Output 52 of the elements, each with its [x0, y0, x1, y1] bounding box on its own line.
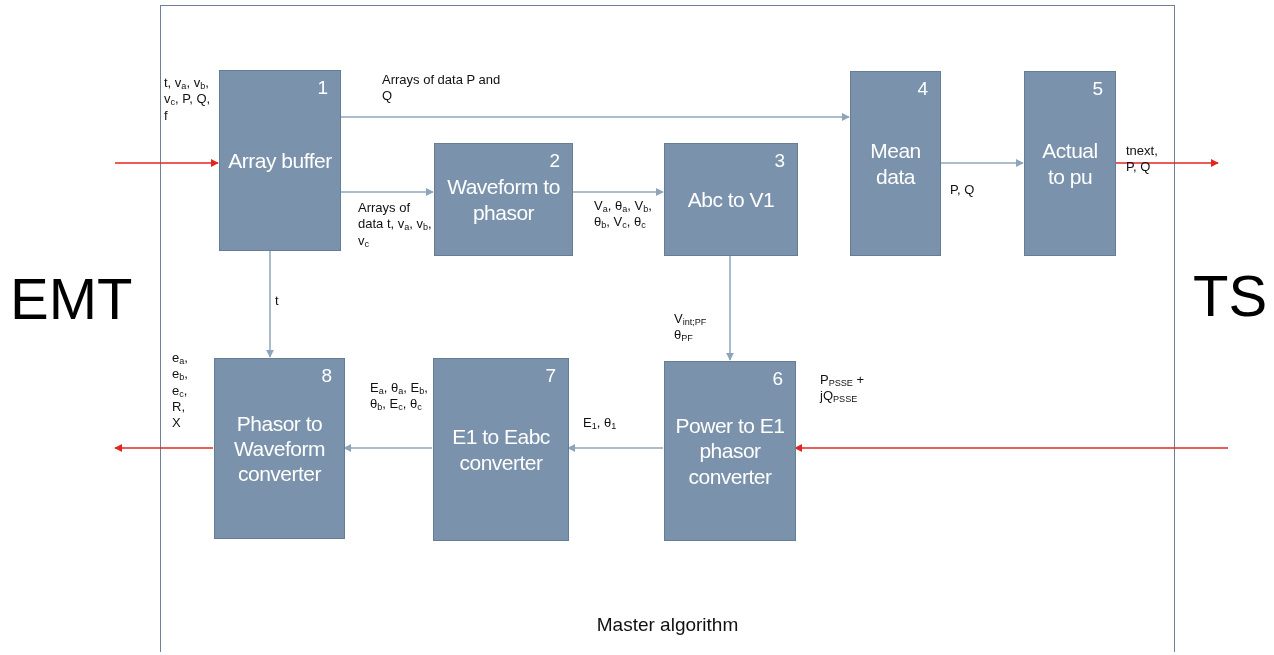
block-number: 8	[321, 365, 332, 387]
process-box	[1024, 71, 1116, 256]
block-title: Phasor to Waveform converter	[233, 410, 326, 487]
arrow	[339, 188, 434, 196]
block-title: Array buffer	[227, 147, 333, 174]
edge-label: tnext, P, Q	[1126, 143, 1159, 176]
edge-label: P, Q	[950, 182, 976, 199]
block-title: Waveform to phasor	[446, 174, 561, 225]
edge-label: t	[275, 293, 280, 310]
edge-label: V$_{a}$, θ$_{a}$, V$_{b}$, θ$_{b}$, V$_{c}$, θ$_{c}$	[594, 198, 653, 231]
arrow	[343, 444, 433, 452]
block-title: Actual to pu	[1041, 138, 1099, 189]
arrow	[939, 159, 1024, 167]
edge-label: P$_{PSSE}$ + jQ$_{PSSE}$	[820, 372, 866, 405]
arrow	[114, 159, 219, 167]
arrow	[1114, 159, 1219, 167]
process-box	[664, 143, 798, 256]
block-number: 4	[917, 78, 928, 100]
side-label: TS	[1193, 262, 1268, 329]
edge-label: e$_{a}$, e$_{b}$, e$_{c}$, R, X	[172, 350, 189, 432]
edge-label: t, v$_{a}$, v$_{b}$, v$_{c}$, P, Q, f	[164, 75, 212, 124]
arrow	[266, 249, 274, 358]
arrow	[571, 188, 664, 196]
edge-label: V$_{int;PF}$ θ$_{PF}$	[674, 311, 708, 344]
block-title: Abc to V1	[686, 186, 776, 213]
process-box	[664, 361, 796, 541]
process-box	[219, 70, 341, 251]
frame-title: Master algorithm	[595, 614, 740, 636]
block-title: Mean data	[869, 138, 922, 189]
block-number: 2	[549, 150, 560, 172]
block-number: 5	[1092, 78, 1103, 100]
process-box	[434, 143, 573, 256]
block-number: 7	[545, 365, 556, 387]
process-box	[214, 358, 345, 539]
edge-label: Arrays of data t, v$_{a}$, v$_{b}$, v$_{c}$	[358, 200, 433, 249]
process-box	[433, 358, 569, 541]
block-title: Power to E1 phasor converter	[674, 413, 786, 489]
side-label: EMT	[10, 265, 133, 332]
arrow	[567, 444, 664, 452]
arrow	[726, 254, 734, 361]
edge-label: E$_{a}$, θ$_{a}$, E$_{b}$, θ$_{b}$, E$_{c}$, θ$_{c}$	[370, 380, 429, 413]
block-title: E1 to Eabc converter	[451, 424, 551, 475]
frame-box	[160, 5, 1175, 652]
block-number: 3	[774, 150, 785, 172]
edge-label: Arrays of data P and Q	[382, 72, 502, 105]
block-number: 6	[772, 368, 783, 390]
block-number: 1	[317, 77, 328, 99]
arrow	[794, 444, 1229, 452]
arrow	[114, 444, 214, 452]
arrow	[339, 113, 850, 121]
process-box	[850, 71, 941, 256]
edge-label: E$_{1}$, θ$_{1}$	[583, 415, 618, 432]
